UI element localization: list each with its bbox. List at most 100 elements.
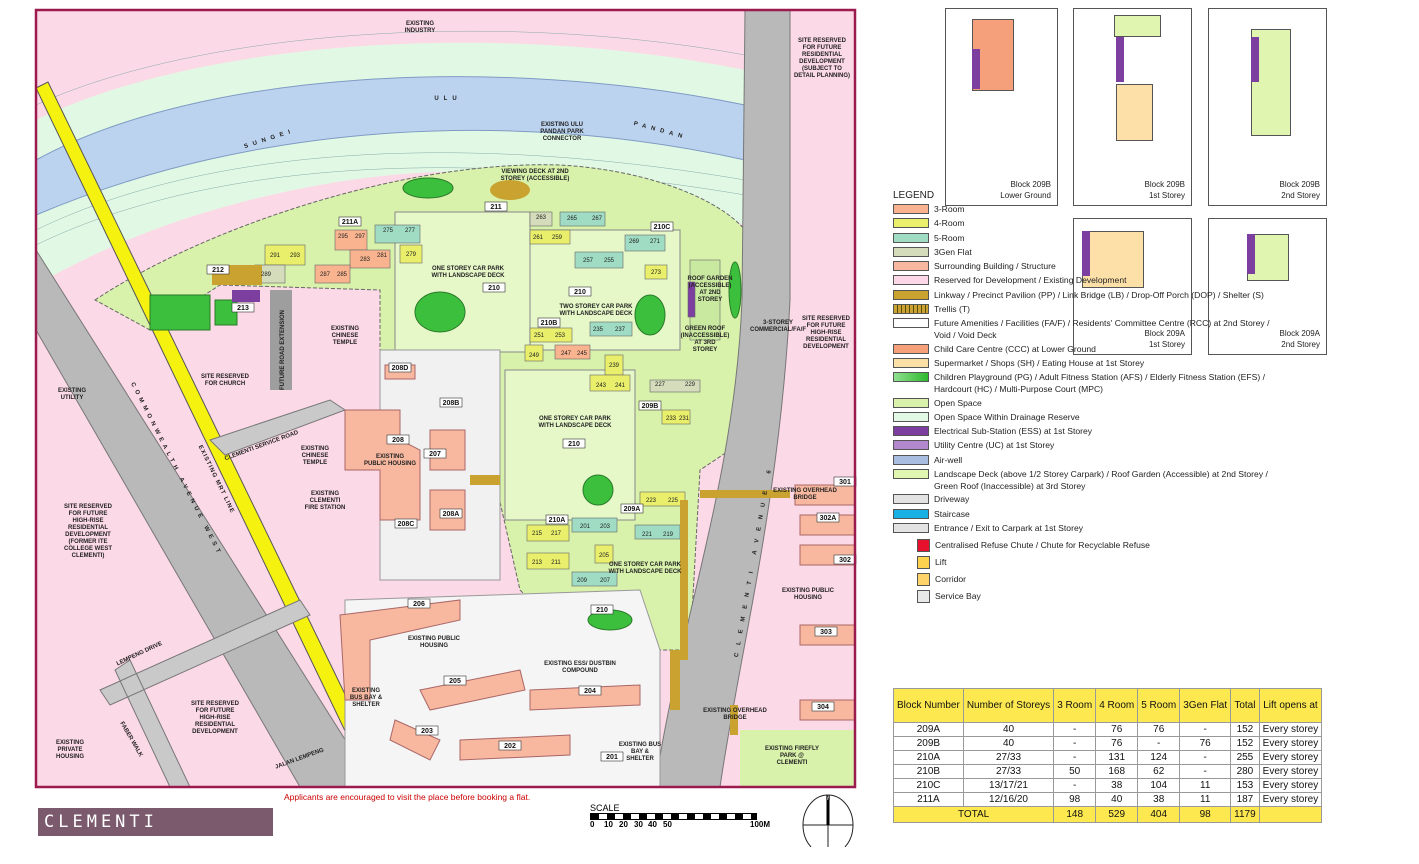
table-cell: 76 [1137,722,1181,737]
block-label-210C: 210C [654,224,671,231]
block-label-205: 205 [449,678,461,685]
table-cell: 27/33 [962,764,1055,779]
table-header: Block Number [893,688,964,723]
legend-swatch [893,454,929,465]
unit-label-231: 231 [679,416,690,422]
table-cell: 210A [893,750,964,765]
legend-label: Reserved for Development / Existing Deve… [934,275,1127,286]
unit-label-275: 275 [383,228,394,234]
scale-tick: 0 [590,820,595,829]
legend-label: Trellis (T) [934,304,970,315]
legend-swatch [893,522,929,533]
legend-swatch [893,232,929,243]
table-cell: 152 [1230,722,1260,737]
block-label-303: 303 [820,629,832,636]
unit-label-209: 209 [577,578,588,584]
label-future-road: FUTURE ROAD EXTENSION [280,310,286,390]
legend-title: LEGEND [893,190,935,201]
block-label-210A: 210A [549,517,566,524]
legend-label: Open Space [934,397,982,408]
north-arrow: N [802,794,854,847]
legend-swatch [893,204,929,214]
block-tag-bg [568,286,592,297]
legend-item: Landscape Deck (above 1/2 Storey Carpark… [893,468,1283,492]
block-tag-bg [814,626,838,637]
table-cell: 11 [1179,778,1232,793]
future-road-extension [270,290,292,390]
block-tag-bg [206,264,230,275]
block-label-212: 212 [212,267,224,274]
map-frame [34,8,857,789]
legend-item: Child Care Centre (CCC) at Lower Ground [893,343,1283,356]
unit-label-257: 257 [583,258,594,264]
table-cell: 38 [1095,778,1139,793]
block-label-208A: 208A [443,511,460,518]
scale-tick: 30 [634,820,643,829]
unit-label-271: 271 [650,239,661,245]
unit-label-285: 285 [337,272,348,278]
site-plan-map: SUNGEI ULU PANDAN COMMONWEALTH AVENUE WE… [34,8,857,847]
legend-swatch [893,289,929,300]
legend-swatch [893,411,929,422]
block-tag-bg [407,598,431,609]
block-label-201: 201 [606,754,618,761]
legend-label: Open Space Within Drainage Reserve [934,411,1080,422]
block-tag-bg [620,503,644,514]
table-cell: Every storey [1258,792,1323,807]
legend-item: Supermarket / Shops (SH) / Eating House … [893,357,1283,370]
block-tag-bg [439,508,463,519]
table-cell: 210C [893,778,964,793]
table-cell: 62 [1137,764,1181,779]
carpark-deck-210 [394,211,531,353]
table-cell: 209B [893,736,964,751]
legend-swatch [893,469,929,480]
unit-label-221: 221 [642,532,653,538]
block-tag-bg [482,282,506,293]
total-cell: 1179 [1230,806,1260,823]
legend-item: 3-Room [893,203,1283,216]
block-label-208: 208 [392,437,404,444]
legend-label: Corridor [935,573,967,584]
table-cell: 50 [1053,764,1097,779]
table-cell: 76 [1095,736,1139,751]
unit-label-211: 211 [551,560,561,566]
total-label: TOTAL [892,806,1055,823]
table-cell: 104 [1137,778,1181,793]
legend-item: Electrical Sub-Station (ESS) at 1st Stor… [893,425,1283,438]
legend-label: Children Playground (PG) / Adult Fitness… [934,372,1265,395]
block-label-302: 302 [839,557,851,564]
block-label-208C: 208C [398,521,415,528]
block-label-301: 301 [839,479,851,486]
unit-label-217: 217 [551,531,562,537]
legend-item: Trellis (T) [893,303,1283,316]
block-label-202: 202 [504,743,516,750]
table-cell: 168 [1095,764,1139,779]
block-tag-bg [338,216,362,227]
legend-swatch [893,357,929,368]
table-cell: - [1053,778,1097,793]
legend-swatch [893,440,929,451]
unit-label-283: 283 [360,257,371,263]
unit-label-261: 261 [533,235,544,241]
table-cell: 131 [1095,750,1139,765]
legend-swatch [917,572,930,586]
block-labels: 211A212213211210C210B210210210210209B209… [206,201,857,762]
unit-label-269: 269 [629,239,640,245]
block-label-210b: 210 [574,289,586,296]
block-tag-bg [439,397,463,408]
block-tag-bg [562,438,586,449]
legend-swatch [893,372,929,383]
unit-label-207: 207 [600,578,611,584]
